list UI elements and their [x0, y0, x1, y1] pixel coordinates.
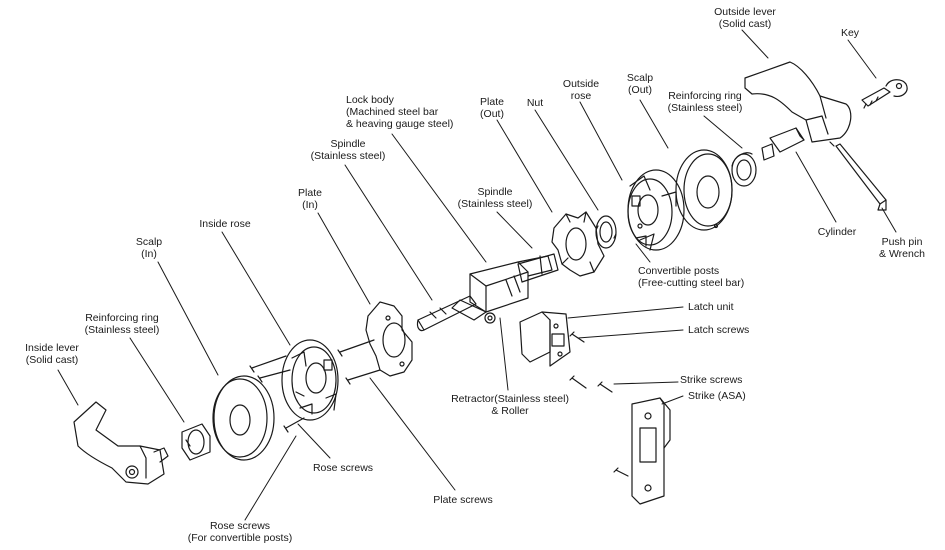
label-line: Inside lever: [25, 342, 79, 354]
label-line: & Wrench: [879, 248, 925, 260]
label-scalp-in: Scalp (In): [124, 236, 174, 260]
label-line: Scalp: [626, 72, 654, 84]
label-lock-body: Lock body (Machined steel bar & heaving …: [346, 94, 476, 130]
label-line: Outside lever: [714, 6, 776, 18]
label-line: (Stainless steel): [457, 198, 533, 210]
label-line: Cylinder: [817, 226, 857, 238]
plate-out: [551, 211, 605, 277]
label-line: Convertible posts: [638, 265, 720, 277]
label-convertible-posts: Convertible posts (Free-cutting steel ba…: [638, 265, 768, 289]
label-line: Outside: [562, 78, 600, 90]
label-line: (For convertible posts): [187, 532, 293, 544]
rose-screws: [249, 355, 305, 433]
label-line: (Stainless steel): [667, 102, 743, 114]
label-line: (Stainless steel): [310, 150, 386, 162]
label-line: Spindle: [477, 186, 513, 198]
label-inside-lever: Inside lever (Solid cast): [12, 342, 92, 366]
strike-plate: [631, 397, 671, 505]
cylinder: [761, 127, 805, 161]
label-nut: Nut: [520, 97, 550, 109]
outside-rose: [627, 169, 685, 251]
spindle-long: [416, 295, 477, 332]
label-line: Reinforcing ring: [85, 312, 159, 324]
label-plate-screws: Plate screws: [428, 494, 498, 506]
label-push-pin: Push pin & Wrench: [872, 236, 932, 260]
label-line: Plate screws: [433, 494, 493, 506]
label-rose-screws-posts: Rose screws (For convertible posts): [180, 520, 300, 544]
inside-rose: [281, 339, 339, 421]
label-reinforcing-ring-in: Reinforcing ring (Stainless steel): [72, 312, 172, 336]
label-line: Retractor(Stainless steel): [451, 393, 569, 405]
label-line: Plate: [298, 187, 322, 199]
label-line: (In): [141, 248, 157, 260]
label-outside-rose: Outside rose: [556, 78, 606, 102]
plate-in: [365, 301, 413, 377]
label-inside-rose: Inside rose: [190, 218, 260, 230]
label-line: Key: [840, 27, 860, 39]
label-key: Key: [830, 27, 870, 39]
label-line: & Roller: [491, 405, 529, 417]
inside-lever: [73, 401, 169, 485]
latch-unit: [519, 311, 571, 367]
label-spindle-mid: Spindle (Stainless steel): [450, 186, 540, 210]
label-line: Latch unit: [688, 301, 734, 313]
label-spindle-top: Spindle (Stainless steel): [303, 138, 393, 162]
label-strike-screws: Strike screws: [680, 374, 760, 386]
label-line: Reinforcing ring: [668, 90, 742, 102]
plate-screws: [337, 339, 381, 385]
label-line: Push pin: [881, 236, 923, 248]
label-line: Rose screws: [312, 462, 374, 474]
label-line: (Out): [628, 84, 652, 96]
label-line: (Stainless steel): [84, 324, 160, 336]
nut: [595, 215, 617, 249]
key: [861, 79, 908, 109]
label-line: rose: [570, 90, 592, 102]
label-outside-lever: Outside lever (Solid cast): [700, 6, 790, 30]
label-line: Nut: [526, 97, 544, 109]
label-line: & heaving gauge steel): [346, 118, 454, 130]
label-line: Latch screws: [688, 324, 750, 336]
lock-body: [451, 255, 553, 324]
label-line: Spindle: [330, 138, 366, 150]
label-reinforcing-ring-out: Reinforcing ring (Stainless steel): [660, 90, 750, 114]
push-pin-wrench: [829, 141, 887, 211]
spindle-short: [517, 253, 559, 283]
scalp-in: [212, 375, 275, 461]
label-plate-in: Plate (In): [290, 187, 330, 211]
label-line: Plate: [480, 96, 504, 108]
label-line: Inside rose: [199, 218, 251, 230]
label-retractor: Retractor(Stainless steel) & Roller: [440, 393, 580, 417]
label-line: (Solid cast): [718, 18, 772, 30]
label-line: Scalp: [135, 236, 163, 248]
label-line: Strike screws: [680, 374, 743, 386]
latch-screws: [569, 331, 587, 389]
outside-lever: [744, 61, 852, 143]
label-line: Rose screws: [209, 520, 271, 532]
label-line: (Solid cast): [25, 354, 79, 366]
label-latch-screws: Latch screws: [688, 324, 768, 336]
label-line: (Out): [480, 108, 504, 120]
label-rose-screws: Rose screws: [308, 462, 378, 474]
label-line: (Free-cutting steel bar): [638, 277, 745, 289]
reinforcing-ring-out: [731, 152, 757, 187]
label-line: Lock body: [346, 94, 394, 106]
label-line: (In): [302, 199, 318, 211]
reinforcing-ring-in: [181, 423, 211, 461]
label-strike: Strike (ASA): [688, 390, 768, 402]
strike-screws: [597, 381, 629, 477]
label-plate-out: Plate (Out): [472, 96, 512, 120]
leader-lines: [57, 29, 897, 521]
scalp-out: [675, 149, 733, 231]
label-line: (Machined steel bar: [346, 106, 439, 118]
label-cylinder: Cylinder: [812, 226, 862, 238]
label-scalp-out: Scalp (Out): [615, 72, 665, 96]
label-line: Strike (ASA): [688, 390, 746, 402]
label-latch-unit: Latch unit: [688, 301, 758, 313]
